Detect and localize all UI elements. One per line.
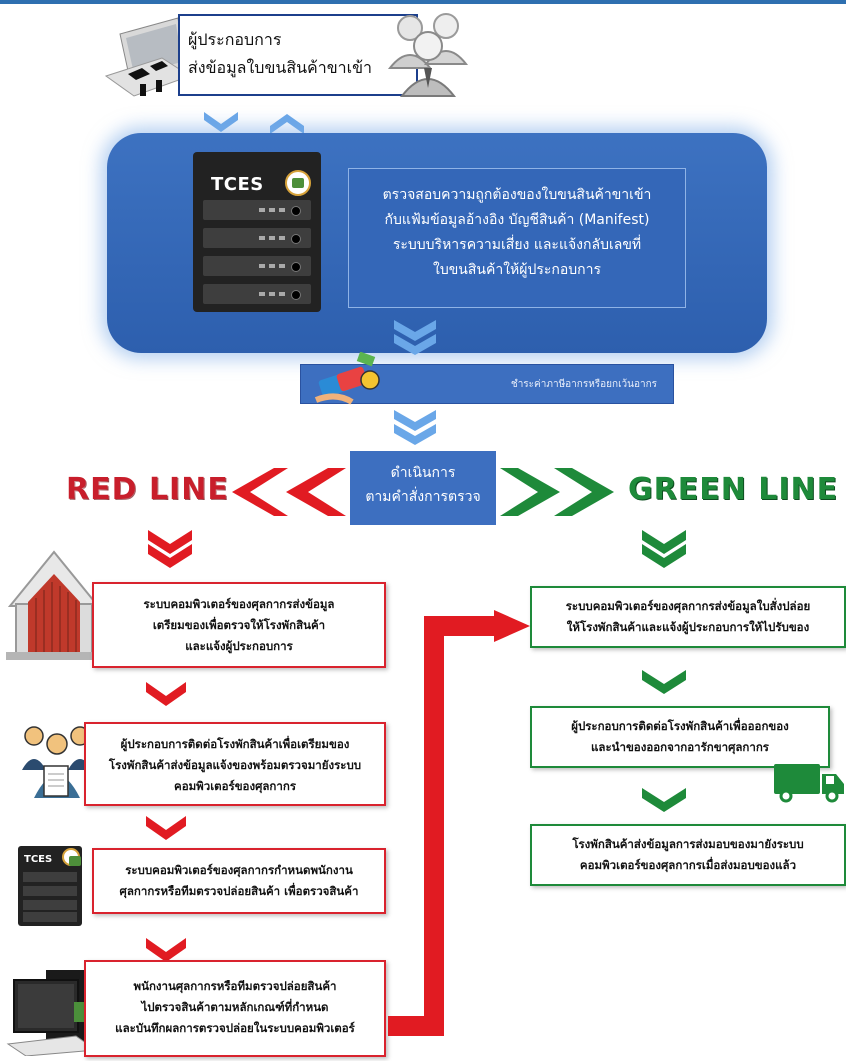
tces-description-box: ตรวจสอบความถูกต้องของใบขนสินค้าขาเข้า กั… (348, 168, 686, 308)
red-step-4-line: ไปตรวจสินค้าตามหลักเกณฑ์ที่กำหนด (141, 1000, 329, 1014)
customs-emblem-icon (285, 170, 311, 196)
payment-icon (314, 352, 380, 405)
payment-label: ชำระค่าภาษีอากรหรือยกเว้นอากร (510, 379, 657, 390)
down-double-chevron-icon (394, 320, 436, 355)
red-step-2-line: คอมพิวเตอร์ของศุลกากร (174, 779, 296, 793)
red-left-arrow-icon (232, 468, 346, 516)
red-step-4: พนักงานศุลกากรหรือทีมตรวจปล่อยสินค้า ไปต… (84, 960, 386, 1057)
decision-line: ดำเนินการ (390, 465, 456, 481)
computer-icon (6, 970, 98, 1056)
customs-emblem-icon (62, 848, 81, 866)
tces-desc-line: ระบบบริหารความเสี่ยง และแจ้งกลับเลขที่ (392, 237, 642, 253)
red-step-4-line: พนักงานศุลกากรหรือทีมตรวจปล่อยสินค้า (133, 979, 337, 993)
down-chevron-icon (204, 112, 238, 132)
red-step-1-line: ระบบคอมพิวเตอร์ของศุลกากรส่งข้อมูล (143, 597, 335, 611)
workers-icon (22, 726, 92, 798)
red-step-2-line: ผู้ประกอบการติดต่อโรงพักสินค้าเพื่อเตรีย… (120, 737, 350, 751)
top-accent-bar (0, 0, 846, 4)
red-step-2-line: โรงพักสินค้าส่งข้อมูลแจ้งของพร้อมตรวจมาย… (108, 758, 362, 772)
green-down-chevron-icon (642, 530, 686, 568)
green-step-2-line: และนำของออกจากอารักขาศุลกากร (590, 740, 769, 754)
green-step-3: โรงพักสินค้าส่งข้อมูลการส่งมอบของมายังระ… (530, 824, 846, 886)
green-step-3-line: คอมพิวเตอร์ของศุลกากรเมื่อส่งมอบของแล้ว (579, 858, 797, 872)
red-down-chevron-icon (146, 682, 186, 706)
red-step-3-line: ระบบคอมพิวเตอร์ของศุลกากรกำหนดพนักงาน (125, 863, 353, 877)
red-down-chevron-icon (146, 938, 186, 962)
green-down-chevron-icon (642, 788, 686, 812)
green-down-chevron-icon (642, 670, 686, 694)
red-step-2: ผู้ประกอบการติดต่อโรงพักสินค้าเพื่อเตรีย… (84, 722, 386, 806)
green-step-1: ระบบคอมพิวเตอร์ของศุลกากรส่งข้อมูลใบสั่ง… (530, 586, 846, 648)
importer-title: ผู้ประกอบการ (188, 30, 282, 49)
red-down-chevron-icon (148, 530, 192, 568)
green-step-1-line: ระบบคอมพิวเตอร์ของศุลกากรส่งข้อมูลใบสั่ง… (565, 599, 811, 613)
laptop-typing-icon (104, 17, 190, 97)
truck-icon (774, 764, 844, 803)
green-line-title: GREEN LINE (628, 472, 839, 507)
red-line-title: RED LINE (66, 472, 229, 507)
warehouse-icon (6, 550, 102, 660)
decision-line: ตามคำสั่งการตรวจ (365, 489, 481, 505)
green-step-2: ผู้ประกอบการติดต่อโรงพักสินค้าเพื่อออกขอ… (530, 706, 830, 768)
red-down-chevron-icon (146, 816, 186, 840)
green-right-arrow-icon (500, 468, 614, 516)
red-step-4-line: และบันทึกผลการตรวจปล่อยในระบบคอมพิวเตอร์ (115, 1021, 355, 1035)
red-connector-arrow (388, 610, 530, 1036)
red-step-1-line: และแจ้งผู้ประกอบการ (185, 639, 293, 653)
green-step-2-line: ผู้ประกอบการติดต่อโรงพักสินค้าเพื่อออกขอ… (571, 719, 789, 733)
tces-desc-line: กับแฟ้มข้อมูลอ้างอิง บัญชีสินค้า (Manife… (384, 212, 650, 228)
red-step-1-line: เตรียมของเพื่อตรวจให้โรงพักสินค้า (152, 618, 326, 632)
down-double-chevron-icon (394, 410, 436, 445)
importer-subtitle: ส่งข้อมูลใบขนสินค้าขาเข้า (188, 58, 373, 77)
green-step-1-line: ให้โรงพักสินค้าและแจ้งผู้ประกอบการให้ไปร… (566, 620, 810, 634)
small-server-label: TCES (24, 854, 53, 865)
red-step-1: ระบบคอมพิวเตอร์ของศุลกากรส่งข้อมูล เตรีย… (92, 582, 386, 668)
red-step-3-line: ศุลกากรหรือทีมตรวจปล่อยสินค้า เพื่อตรวจส… (119, 884, 359, 898)
server-label: TCES (211, 174, 264, 195)
red-step-3: ระบบคอมพิวเตอร์ของศุลกากรกำหนดพนักงาน ศุ… (92, 848, 386, 914)
up-chevron-icon (270, 114, 304, 134)
importer-input-box: ผู้ประกอบการ ส่งข้อมูลใบขนสินค้าขาเข้า (178, 14, 418, 96)
tces-desc-line: ใบขนสินค้าให้ผู้ประกอบการ (432, 262, 602, 278)
tces-desc-line: ตรวจสอบความถูกต้องของใบขนสินค้าขาเข้า (382, 187, 652, 203)
green-step-3-line: โรงพักสินค้าส่งข้อมูลการส่งมอบของมายังระ… (572, 837, 804, 851)
business-people-icon (387, 13, 469, 97)
decision-box: ดำเนินการ ตามคำสั่งการตรวจ (350, 451, 496, 525)
